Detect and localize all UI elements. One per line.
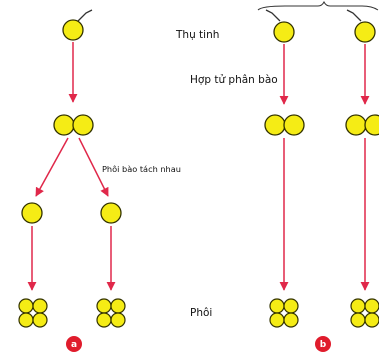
two-cell-b2 bbox=[345, 114, 379, 136]
blastomere-right bbox=[100, 202, 122, 224]
sperm-icon-b1 bbox=[265, 9, 281, 22]
zygote-cell bbox=[62, 19, 84, 41]
blastomere-left bbox=[21, 202, 43, 224]
two-cell-b1 bbox=[264, 114, 305, 136]
zygote-b1 bbox=[273, 21, 295, 43]
embryo-left bbox=[18, 298, 48, 328]
embryo-b1 bbox=[269, 298, 299, 328]
label-fertilization: Thụ tinh bbox=[175, 29, 219, 41]
panel-b-badge bbox=[315, 336, 331, 352]
zygote-b2 bbox=[354, 21, 376, 43]
two-cell-stage bbox=[53, 114, 94, 136]
sperm-icon bbox=[77, 9, 93, 22]
label-cells-separate: Phôi bào tách nhau bbox=[102, 164, 181, 174]
panel-b: b bbox=[257, 0, 379, 352]
panel-a-badge bbox=[66, 336, 82, 352]
label-embryo: Phôi bbox=[190, 307, 212, 319]
panel-a-badge-label: a bbox=[71, 340, 77, 350]
panel-b-badge-label: b bbox=[320, 340, 327, 350]
label-zygote-division: Hợp tử phân bào bbox=[190, 74, 278, 86]
arrow-split-left bbox=[35, 137, 69, 197]
bracket-line bbox=[257, 0, 379, 11]
embryo-right bbox=[96, 298, 126, 328]
sperm-icon-b2 bbox=[346, 9, 362, 22]
panel-a: a bbox=[18, 9, 126, 352]
arrow-split-right bbox=[78, 137, 109, 197]
embryo-b2 bbox=[350, 298, 379, 328]
